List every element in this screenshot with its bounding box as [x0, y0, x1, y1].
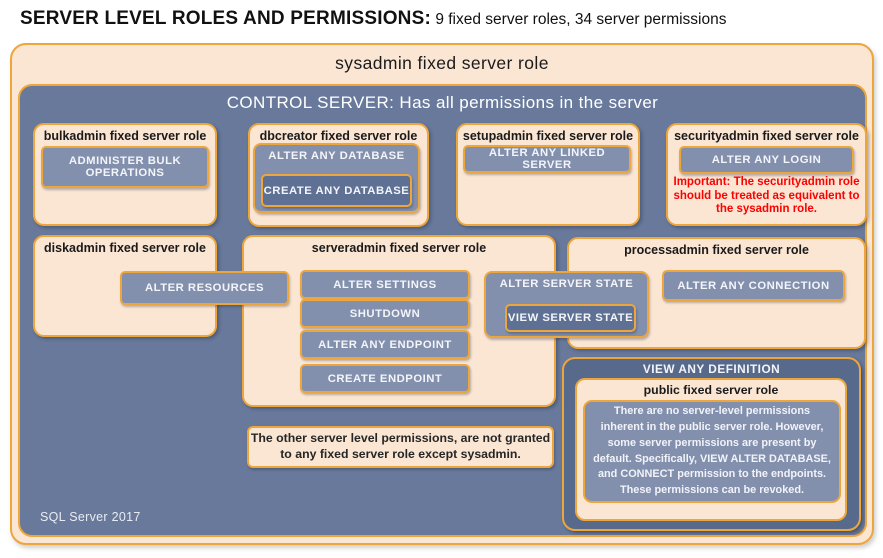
processadmin-role-title: processadmin fixed server role [624, 243, 809, 257]
dbcreator-role-box: dbcreator fixed server role ALTER ANY DA… [248, 123, 429, 227]
public-role-description-box: There are no server-level permissions in… [583, 400, 841, 503]
securityadmin-role-title: securityadmin fixed server role [674, 129, 859, 143]
permission-alter-server-state: ALTER SERVER STATE [499, 278, 634, 290]
diskadmin-role-box: diskadmin fixed server role ALTER RESOUR… [33, 235, 289, 337]
sysadmin-role-title: sysadmin fixed server role [335, 53, 549, 73]
permission-view-any-definition: VIEW ANY DEFINITION [642, 362, 781, 376]
permission-group-alter-any-database: ALTER ANY DATABASE CREATE ANY DATABASE [253, 143, 420, 213]
control-server-box: CONTROL SERVER: Has all permissions in t… [18, 84, 867, 537]
permission-administer-bulk-operations: ADMINISTER BULK OPERATIONS [41, 146, 209, 188]
serveradmin-role-box: serveradmin fixed server role ALTER SETT… [242, 235, 556, 407]
control-server-title: CONTROL SERVER: Has all permissions in t… [226, 93, 659, 112]
permission-alter-resources: ALTER RESOURCES [120, 271, 289, 305]
other-permissions-note: The other server level permissions, are … [247, 426, 554, 468]
permission-alter-any-login: ALTER ANY LOGIN [679, 146, 854, 174]
permission-alter-settings: ALTER SETTINGS [300, 270, 470, 299]
public-role-box: public fixed server role There are no se… [575, 378, 847, 521]
permission-alter-any-database: ALTER ANY DATABASE [268, 150, 405, 162]
permission-create-any-database: CREATE ANY DATABASE [261, 174, 412, 207]
securityadmin-important-note: Important: The securityadmin role should… [673, 176, 860, 216]
permission-group-alter-server-state: ALTER SERVER STATE VIEW SERVER STATE [484, 271, 649, 338]
diskadmin-role-title: diskadmin fixed server role [44, 241, 206, 255]
permission-create-endpoint: CREATE ENDPOINT [300, 364, 470, 393]
permission-alter-any-connection: ALTER ANY CONNECTION [662, 270, 845, 301]
permission-alter-any-endpoint: ALTER ANY ENDPOINT [300, 330, 470, 359]
page-title-sub: 9 fixed server roles, 34 server permissi… [431, 11, 727, 28]
securityadmin-role-box: securityadmin fixed server role ALTER AN… [666, 123, 867, 226]
view-any-definition-box: VIEW ANY DEFINITION public fixed server … [562, 357, 861, 531]
permission-shutdown: SHUTDOWN [300, 299, 470, 328]
page-title: SERVER LEVEL ROLES AND PERMISSIONS: 9 fi… [20, 8, 726, 30]
page-title-main: SERVER LEVEL ROLES AND PERMISSIONS: [20, 8, 432, 29]
permission-view-server-state: VIEW SERVER STATE [505, 304, 636, 332]
public-role-description: There are no server-level permissions in… [593, 405, 831, 497]
public-role-title: public fixed server role [643, 383, 779, 397]
permission-alter-any-linked-server: ALTER ANY LINKED SERVER [463, 145, 631, 173]
setupadmin-role-title: setupadmin fixed server role [462, 129, 634, 143]
dbcreator-role-title: dbcreator fixed server role [259, 129, 418, 143]
setupadmin-role-box: setupadmin fixed server role ALTER ANY L… [456, 123, 640, 226]
bulkadmin-role-title: bulkadmin fixed server role [43, 129, 207, 143]
bulkadmin-role-box: bulkadmin fixed server role ADMINISTER B… [33, 123, 217, 226]
sysadmin-role-box: sysadmin fixed server role CONTROL SERVE… [10, 43, 874, 545]
sql-server-version-label: SQL Server 2017 [40, 510, 141, 524]
serveradmin-role-title: serveradmin fixed server role [311, 241, 487, 255]
